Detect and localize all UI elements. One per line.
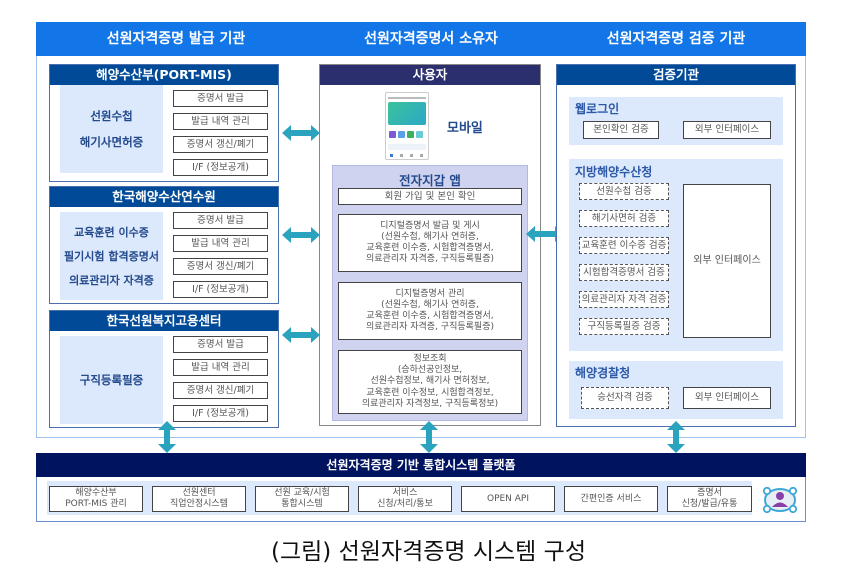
holder-name: 사용자 xyxy=(320,65,540,85)
issue-post-feature[interactable]: 디지털증명서 발급 및 게시 (선원수첩, 해기사 연허증, 교육훈련 이수증,… xyxy=(338,214,522,272)
wallet-title: 전자지갑 앱 xyxy=(399,173,461,188)
seafarer-book-check[interactable]: 선원수첩 검증 xyxy=(579,183,669,200)
issue-history-button[interactable]: 발급 내역 관리 xyxy=(173,113,268,130)
certificate-name: 해기사면허증 xyxy=(79,135,144,149)
issue-certificate-button[interactable]: 증명서 발급 xyxy=(173,90,268,107)
interface-button[interactable]: I/F (정보공개) xyxy=(173,159,268,176)
issuer-seafarer-center-box: 한국선원복지고용센터 구직등록필증 증명서 발급 발급 내역 관리 증명서 갱신… xyxy=(49,310,279,428)
bidirectional-arrow-icon xyxy=(526,226,564,242)
coast-guard-panel: 해양경찰청 승선자격 검증 외부 인터페이스 xyxy=(569,361,783,419)
vertical-bidirectional-arrow-icon xyxy=(420,421,438,453)
figure-caption: (그림) 선원자격증명 시스템 구성 xyxy=(271,539,586,565)
verifier-column-title: 선원자격증명 검증 기관 xyxy=(606,31,746,47)
issuer-column-title: 선원자격증명 발급 기관 xyxy=(106,31,246,47)
bidirectional-arrow-icon xyxy=(282,327,320,343)
issue-history-button[interactable]: 발급 내역 관리 xyxy=(173,359,268,376)
verifier-box: 검증기관 웹로그인 본인확인 검증 외부 인터페이스 지방해양수산청 선원수첩 … xyxy=(556,64,796,427)
regional-external-interface[interactable]: 외부 인터페이스 xyxy=(683,184,771,338)
holder-box: 사용자 모바일 전자지갑 앱 회원 가입 및 본인 확인 디지털증명서 발급 및… xyxy=(319,64,541,426)
feature-detail: (선원수첩, 해기사 연허증, 교육훈련 이수증, 시험합격증명서, 의료관리자… xyxy=(365,299,494,333)
boarding-qualification-check[interactable]: 승선자격 검증 xyxy=(581,387,669,409)
info-lookup-feature[interactable]: 정보조회 (승하선공인정보, 선원수첩정보, 해기사 면허정보, 교육훈련 이수… xyxy=(338,350,522,414)
feature-title: 정보조회 xyxy=(413,353,447,364)
job-registration-check[interactable]: 구직등록필증 검증 xyxy=(579,318,669,335)
issuer-name: 해양수산부(PORT-MIS) xyxy=(50,65,278,85)
certificate-name: 선원수첩 xyxy=(90,109,133,123)
license-check[interactable]: 해기사면허 검증 xyxy=(579,210,669,227)
platform-module-simple-auth[interactable]: 간편인증 서비스 xyxy=(564,486,658,512)
platform-title: 선원자격증명 기반 통합시스템 플랫폼 xyxy=(36,453,806,477)
platform-modules-panel: 해양수산부 PORT-MIS 관리 선원센터 직업안정시스템 선원 교육/시험 … xyxy=(36,477,806,522)
bidirectional-arrow-icon xyxy=(282,125,320,141)
bidirectional-arrow-icon xyxy=(282,227,320,243)
platform-module-training-exam[interactable]: 선원 교육/시험 통합시스템 xyxy=(255,486,349,512)
regional-office-panel: 지방해양수산청 선원수첩 검증 해기사면허 검증 교육훈련 이수증 검증 시험합… xyxy=(569,159,783,351)
coast-guard-external-interface[interactable]: 외부 인터페이스 xyxy=(683,387,771,409)
issuer-certificates: 선원수첩 해기사면허증 xyxy=(60,85,163,173)
interface-button[interactable]: I/F (정보공개) xyxy=(173,281,268,298)
feature-detail: (승하선공인정보, 선원수첩정보, 해기사 면허정보, 교육훈련 이수정보, 시… xyxy=(361,365,499,409)
verifier-name: 검증기관 xyxy=(557,65,795,85)
issuer-certificates: 구직등록필증 xyxy=(60,336,163,424)
certificate-name: 구직등록필증 xyxy=(79,373,144,387)
issue-history-button[interactable]: 발급 내역 관리 xyxy=(173,235,268,252)
platform-module-service[interactable]: 서비스 신청/처리/통보 xyxy=(358,486,452,512)
manage-certificates-feature[interactable]: 디지털증명서 관리 (선원수첩, 해기사 연허증, 교육훈련 이수증, 시험합격… xyxy=(338,282,522,340)
top-header-bar: 선원자격증명 발급 기관 선원자격증명서 소유자 선원자격증명 검증 기관 xyxy=(36,22,806,56)
regional-office-title: 지방해양수산청 xyxy=(575,165,653,179)
feature-title: 디지털증명서 발급 및 게시 xyxy=(380,220,480,231)
issuer-mof-box: 해양수산부(PORT-MIS) 선원수첩 해기사면허증 증명서 발급 발급 내역… xyxy=(49,64,279,182)
medical-officer-check[interactable]: 의료관리자 자격 검증 xyxy=(579,291,669,308)
external-interface-button[interactable]: 외부 인터페이스 xyxy=(683,121,771,139)
certificate-name: 필기시험 합격증명서 xyxy=(64,250,159,263)
user-network-icon xyxy=(762,486,798,514)
web-login-title: 웹로그인 xyxy=(575,102,620,116)
renew-revoke-button[interactable]: 증명서 갱신/폐기 xyxy=(173,382,268,399)
training-cert-check[interactable]: 교육훈련 이수증 검증 xyxy=(579,237,669,254)
holder-column-title: 선원자격증명서 소유자 xyxy=(364,31,498,47)
vertical-bidirectional-arrow-icon xyxy=(158,421,176,453)
vertical-bidirectional-arrow-icon xyxy=(667,421,685,453)
platform-module-open-api[interactable]: OPEN API xyxy=(461,486,555,512)
issue-certificate-button[interactable]: 증명서 발급 xyxy=(173,212,268,229)
certificate-name: 교육훈련 이수증 xyxy=(74,226,149,239)
wallet-app-panel: 전자지갑 앱 회원 가입 및 본인 확인 디지털증명서 발급 및 게시 (선원수… xyxy=(332,165,528,421)
issue-certificate-button[interactable]: 증명서 발급 xyxy=(173,336,268,353)
renew-revoke-button[interactable]: 증명서 갱신/폐기 xyxy=(173,136,268,153)
feature-detail: (선원수첩, 해기사 연허증, 교육훈련 이수증, 시험합격증명서, 의료관리자… xyxy=(365,231,494,265)
interface-button[interactable]: I/F (정보공개) xyxy=(173,405,268,422)
issuer-name: 한국선원복지고용센터 xyxy=(50,311,278,331)
identity-verify-button[interactable]: 본인확인 검증 xyxy=(583,121,659,139)
platform-module-certificate[interactable]: 증명서 신청/발급/유통 xyxy=(667,486,752,512)
signup-verify-button[interactable]: 회원 가입 및 본인 확인 xyxy=(338,188,522,205)
mobile-app-screenshot xyxy=(385,92,429,160)
web-login-panel: 웹로그인 본인확인 검증 외부 인터페이스 xyxy=(569,97,783,145)
device-label: 모바일 xyxy=(447,121,483,136)
coast-guard-title: 해양경찰청 xyxy=(575,366,631,380)
certificate-name: 의료관리자 자격증 xyxy=(69,274,154,287)
platform-module-job-system[interactable]: 선원센터 직업안정시스템 xyxy=(152,486,246,512)
issuer-certificates: 교육훈련 이수증 필기시험 합격증명서 의료관리자 자격증 xyxy=(60,212,163,300)
exam-cert-check[interactable]: 시험합격증명서 검증 xyxy=(579,264,669,281)
platform-module-port-mis[interactable]: 해양수산부 PORT-MIS 관리 xyxy=(49,486,143,512)
issuer-kimft-box: 한국해양수산연수원 교육훈련 이수증 필기시험 합격증명서 의료관리자 자격증 … xyxy=(49,186,279,304)
renew-revoke-button[interactable]: 증명서 갱신/폐기 xyxy=(173,258,268,275)
feature-title: 디지털증명서 관리 xyxy=(395,288,465,299)
issuer-name: 한국해양수산연수원 xyxy=(50,187,278,207)
